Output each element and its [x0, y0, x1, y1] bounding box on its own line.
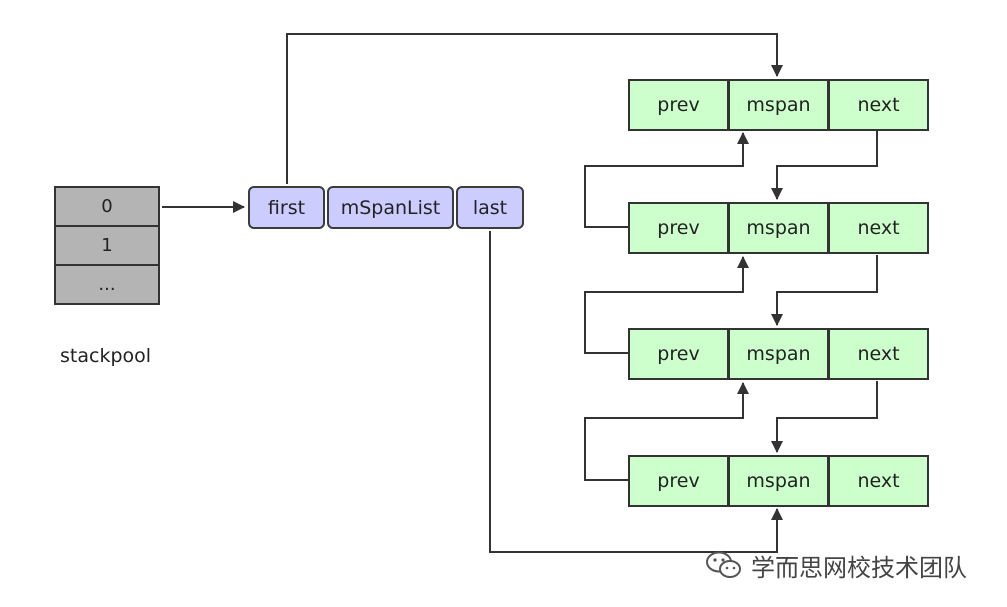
- mspan-prev-field: prev: [628, 455, 729, 507]
- mspan-next-field: next: [828, 202, 929, 254]
- prev-arrow-4: [584, 382, 749, 481]
- mspan-prev-field: prev: [628, 79, 729, 131]
- mspan-body-field: mspan: [728, 328, 829, 380]
- mspanlist-first-field: first: [248, 186, 325, 229]
- last-to-tail-arrow: [489, 231, 783, 553]
- next-arrow-3: [771, 381, 878, 453]
- next-arrow-1: [771, 131, 878, 200]
- stackpool-cell-ellipsis: ...: [54, 264, 160, 305]
- mspan-body-field: mspan: [728, 455, 829, 507]
- watermark-text: 学而思网校技术团队: [751, 553, 967, 582]
- prev-arrow-3: [584, 256, 749, 354]
- wechat-icon: [706, 551, 741, 578]
- stackpool-label: stackpool: [60, 345, 152, 367]
- mspan-body-field: mspan: [728, 79, 829, 131]
- mspan-body-field: mspan: [728, 202, 829, 254]
- mspan-prev-field: prev: [628, 202, 729, 254]
- mspanlist-name-field: mSpanList: [327, 186, 454, 229]
- mspanlist-last-field: last: [456, 186, 524, 229]
- prev-arrow-2: [584, 132, 749, 228]
- mspan-next-field: next: [828, 455, 929, 507]
- stackpool-cell-0: 0: [54, 186, 160, 227]
- stackpool-cell-1: 1: [54, 225, 160, 266]
- first-to-head-arrow: [286, 33, 783, 184]
- mspan-prev-field: prev: [628, 328, 729, 380]
- mspan-next-field: next: [828, 79, 929, 131]
- watermark: 学而思网校技术团队: [705, 548, 967, 582]
- next-arrow-2: [771, 255, 878, 326]
- mspan-next-field: next: [828, 328, 929, 380]
